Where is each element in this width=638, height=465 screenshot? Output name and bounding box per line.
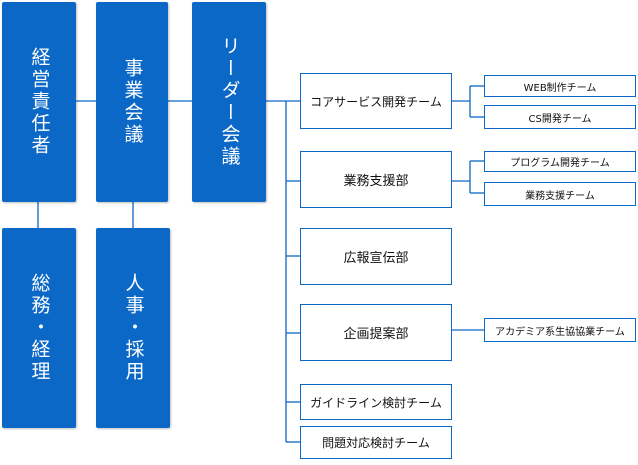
core-service-team-label: コアサービス開発チーム [310,94,442,109]
hr-label: 人事・採用 [122,273,145,383]
planning-dept-box: 企画提案部 [300,304,452,361]
guideline-team-box: ガイドライン検討チーム [300,384,452,420]
business-support-dept-box: 業務支援部 [300,151,452,208]
issues-team-box: 問題対応検討チーム [300,426,452,459]
business-meeting-box: 事業会議 [96,2,168,202]
cs-team-label: CS開発チーム [528,113,592,125]
pr-dept-box: 広報宣伝部 [300,228,452,285]
planning-dept-label: 企画提案部 [343,327,409,342]
issues-team-label: 問題対応検討チーム [322,436,430,450]
executive-box: 経営責任者 [2,2,76,202]
business-support-team-box: 業務支援チーム [484,182,636,206]
cs-team-box: CS開発チーム [484,105,636,129]
general-affairs-box: 総務・経理 [2,228,76,428]
executive-label: 経営責任者 [28,47,51,157]
program-team-box: プログラム開発チーム [484,151,636,172]
web-team-label: WEB制作チーム [523,82,597,94]
web-team-box: WEB制作チーム [484,75,636,97]
hr-box: 人事・採用 [96,228,170,428]
program-team-label: プログラム開発チーム [510,158,610,169]
general-affairs-label: 総務・経理 [28,273,51,383]
leader-meeting-label: リーダー会議 [218,36,241,168]
business-support-team-label: 業務支援チーム [525,190,595,202]
guideline-team-label: ガイドライン検討チーム [310,395,442,410]
core-service-team-box: コアサービス開発チーム [300,73,452,129]
pr-dept-label: 広報宣伝部 [343,251,409,266]
academia-team-box: アカデミア系生協協業チーム [484,318,636,342]
leader-meeting-box: リーダー会議 [192,2,266,202]
business-support-dept-label: 業務支援部 [343,174,409,189]
business-meeting-label: 事業会議 [121,58,144,146]
academia-team-label: アカデミア系生協協業チーム [495,326,625,338]
